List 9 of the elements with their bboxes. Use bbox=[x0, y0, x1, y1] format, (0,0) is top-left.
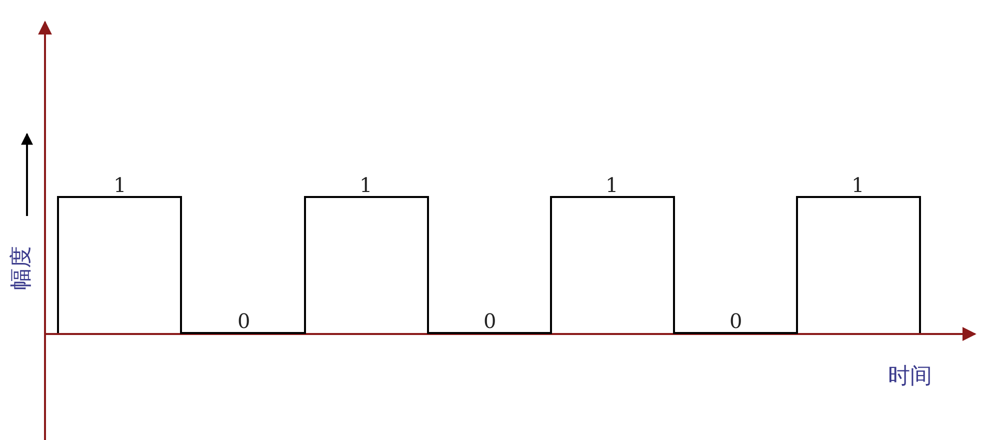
bit-label: 1 bbox=[852, 175, 864, 195]
bit-label: 1 bbox=[606, 175, 618, 195]
bit-label: 0 bbox=[238, 311, 250, 331]
bit-label: 0 bbox=[730, 311, 742, 331]
bit-label: 1 bbox=[114, 175, 126, 195]
axis-label: 时间 bbox=[888, 366, 932, 388]
bit-label: 0 bbox=[484, 311, 496, 331]
axis-label: 幅度 bbox=[11, 246, 33, 290]
bit-label: 1 bbox=[360, 175, 372, 195]
